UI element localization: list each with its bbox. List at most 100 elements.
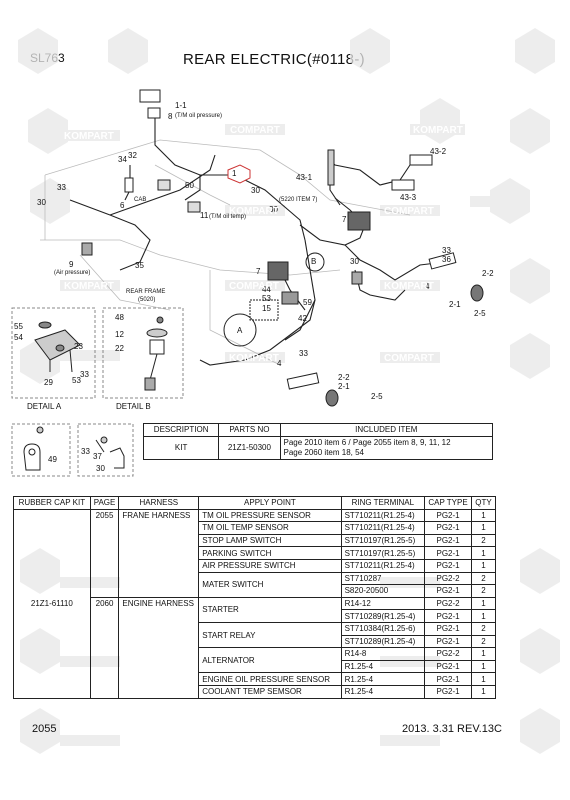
svg-text:COMPART: COMPART [384, 353, 434, 364]
page-title: REAR ELECTRIC(#0118-) [183, 51, 365, 68]
callout-9-note: (Air pressure) [54, 270, 90, 276]
apply-point: COOLANT TEMP SEMSOR [198, 684, 342, 699]
col-harness: HARNESS [118, 496, 200, 510]
detail-b-circle [305, 252, 325, 272]
detail-a-label: DETAIL A [27, 402, 62, 411]
page-number: 2055 [32, 723, 57, 735]
qty: 1 [471, 596, 496, 611]
apply-point: AIR PRESSURE SWITCH [198, 558, 342, 573]
cap-type: PG2-1 [424, 609, 473, 623]
table-row: AIR PRESSURE SWITCH ST710211(R1.25-4) PG… [14, 558, 496, 573]
apply-point: TM OIL TEMP SENSOR [198, 521, 342, 535]
harness-connector-8 [139, 89, 161, 103]
cap-type: PG2-1 [424, 684, 473, 699]
apply-point: PARKING SWITCH [198, 546, 342, 560]
kit-header-description: DESCRIPTION [142, 423, 220, 437]
callout-6: 6 [120, 201, 125, 210]
qty: 1 [471, 659, 496, 674]
table-row: S820-20500 PG2-1 2 [14, 584, 496, 598]
bracket-a [249, 299, 279, 321]
callout-1: 1 [232, 169, 237, 178]
page-cell-a: 2055 [89, 508, 120, 598]
harness-cell-a: FRANE HARNESS [118, 508, 200, 598]
apply-point: ALTERNATOR [198, 647, 342, 674]
small-part-drawings [23, 426, 125, 471]
qty: 2 [471, 533, 496, 548]
cap-type: PG2-1 [424, 558, 473, 573]
qty: 1 [471, 558, 496, 573]
ring-terminal: S820-20500 [340, 584, 426, 598]
qty: 2 [471, 571, 496, 586]
callout-30a: 30 [37, 198, 46, 207]
watermark-text: KOMPART COMPART KOMPART KOMPART COMPART … [64, 125, 463, 364]
callout-36: 36 [442, 255, 451, 264]
ring-terminal: ST710289(R1.25-4) [340, 609, 426, 623]
apply-point: TM OIL PRESSURE SENSOR [198, 508, 342, 523]
callout-1-1: 1-1 [175, 101, 187, 110]
callout-2-1a: 2-1 [449, 300, 461, 309]
qty: 2 [471, 584, 496, 598]
rear-lamp-2-1 [470, 284, 484, 302]
kit-number-cell: 21Z1-61110 [13, 508, 91, 699]
callout-30b: 30 [251, 186, 260, 195]
ring-terminal: R1.25-4 [340, 684, 426, 699]
cap-type: PG2-1 [424, 634, 473, 649]
col-rubber-cap-kit: RUBBER CAP KIT [13, 496, 91, 510]
callout-33c: 33 [299, 349, 308, 358]
callout-5220: (5220 ITEM 7) [279, 197, 317, 203]
col-ring-terminal: RING TERMINAL [340, 496, 426, 510]
svg-text:COMPART: COMPART [230, 125, 280, 136]
cap-type: PG2-1 [424, 533, 473, 548]
callout-33d: 33 [80, 370, 89, 379]
small-part-box-2 [77, 423, 134, 477]
kit-parts-no: 21Z1-50300 [218, 436, 281, 460]
callout-4b: 4 [277, 359, 282, 368]
callout-32: 32 [128, 151, 137, 160]
license-lamp [428, 252, 457, 270]
cap-type: PG2-1 [424, 659, 473, 674]
parking-switch [157, 179, 171, 191]
cap-type: PG2-2 [424, 647, 473, 661]
apply-point: START RELAY [198, 621, 342, 649]
detail-b-drawing [144, 316, 168, 391]
col-qty: QTY [471, 496, 496, 510]
apply-point: MATER SWITCH [198, 571, 342, 598]
kit-included-line-1: Page 2010 item 6 / Page 2055 item 8, 9, … [283, 438, 451, 447]
callout-labels: 1-1 (T/M oil pressure) 8 34 32 33 30 6 C… [14, 101, 494, 473]
col-apply-point: APPLY POINT [198, 496, 342, 510]
ring-terminal: R1.25-4 [340, 672, 426, 686]
callout-12: 12 [115, 330, 124, 339]
ring-terminal: R1.25-4 [340, 659, 426, 674]
kit-header-parts-no: PARTS NO [218, 423, 281, 437]
callout-9: 9 [69, 260, 74, 269]
callout-15: 15 [262, 304, 271, 313]
callout-44: 44 [262, 285, 271, 294]
callout-53b: 53 [72, 376, 81, 385]
qty: 2 [471, 621, 496, 636]
table-row: ALTERNATOR R14-8 PG2-2 1 [14, 647, 496, 674]
svg-text:KOMPART: KOMPART [413, 125, 463, 136]
components [81, 89, 484, 407]
rubber-cap-table: RUBBER CAP KIT PAGE HARNESS APPLY POINT … [13, 496, 496, 699]
tm-oil-pressure-sensor [147, 107, 161, 119]
apply-point: STOP LAMP SWITCH [198, 533, 342, 548]
ring-terminal: ST710384(R1.25-6) [340, 621, 426, 636]
cap-type: PG2-1 [424, 521, 473, 535]
callout-59: 59 [303, 298, 312, 307]
qty: 1 [471, 647, 496, 661]
air-pressure-switch [81, 242, 93, 256]
table-row: 2060 ENGINE HARNESS STARTER R14-12 PG2-2… [14, 596, 496, 699]
ring-terminal: R14-12 [340, 596, 426, 611]
qty: 1 [471, 609, 496, 623]
callout-53a: 53 [262, 294, 271, 303]
callout-22: 22 [115, 344, 124, 353]
callout-4a: 4 [425, 282, 430, 291]
callout-30d: 30 [350, 257, 359, 266]
callout-33a: 33 [57, 183, 66, 192]
qty: 1 [471, 546, 496, 560]
kit-description: KIT [142, 436, 220, 460]
callout-33e: 33 [81, 447, 90, 456]
harness-cell-b: ENGINE HARNESS [118, 596, 200, 699]
page-cell-b: 2060 [89, 596, 120, 699]
horn-59 [281, 291, 299, 305]
